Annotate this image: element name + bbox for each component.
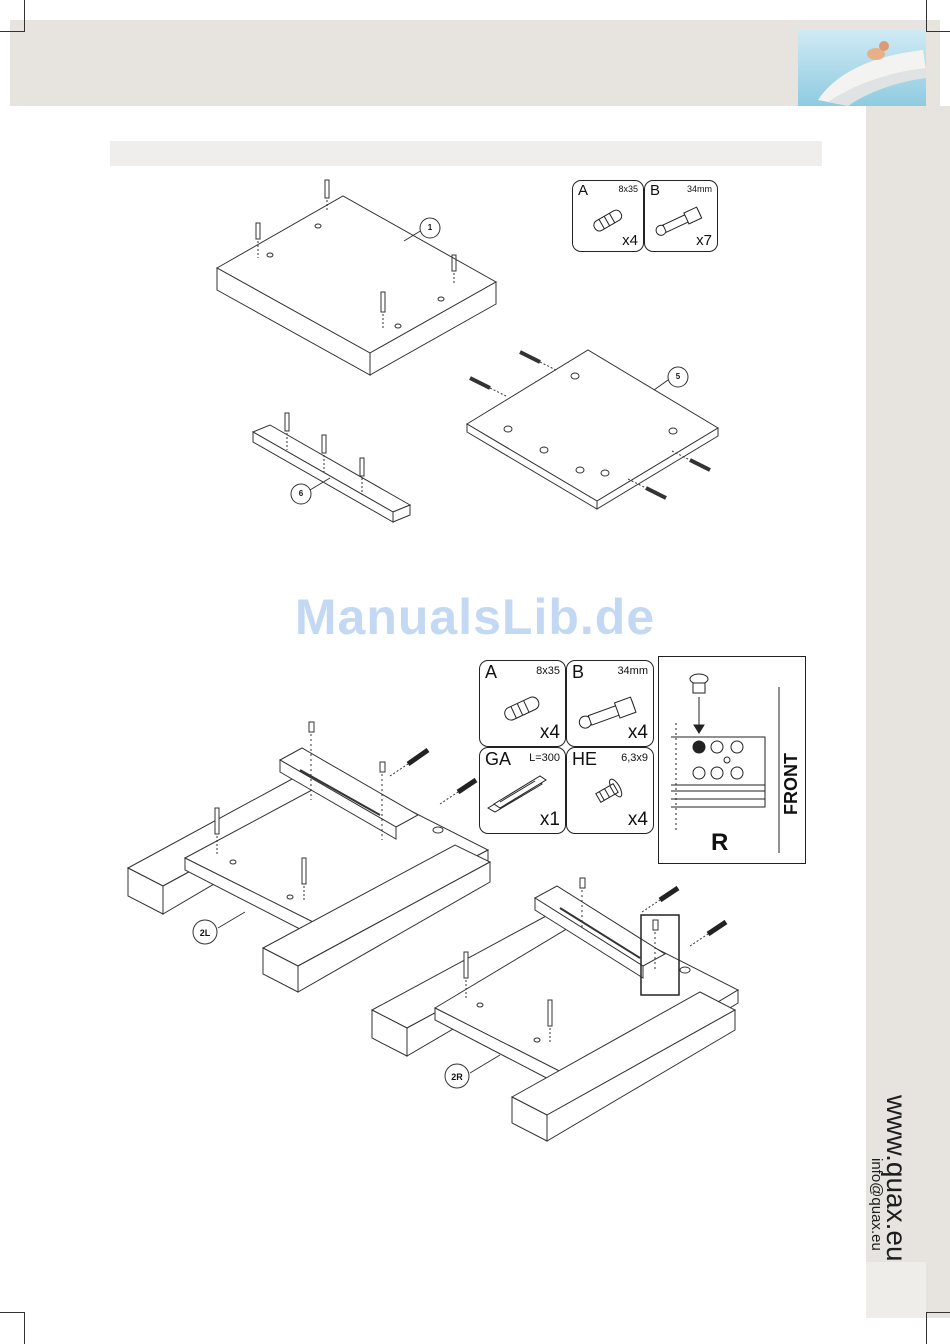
crop-mark — [24, 1312, 25, 1344]
crop-mark — [926, 1312, 927, 1344]
part-quantity: x4 — [628, 722, 648, 744]
part-box-B: B 34mm x7 — [644, 180, 718, 252]
callout-part-2R: 2R — [446, 1072, 468, 1082]
page-number-box — [866, 1262, 926, 1318]
callout-part-6: 6 — [295, 489, 307, 498]
callout-part-5: 5 — [672, 372, 684, 381]
step2-illustration — [0, 640, 950, 1200]
part-quantity: x1 — [540, 809, 560, 831]
crop-mark — [0, 1312, 24, 1313]
part-box-B: B 34mm x4 — [566, 660, 654, 747]
part-quantity: x4 — [622, 232, 638, 249]
crop-mark — [926, 1312, 950, 1313]
part-quantity: x4 — [540, 722, 560, 744]
email-link[interactable]: info@quax.eu — [868, 1158, 885, 1251]
callout-part-2L: 2L — [194, 928, 216, 938]
part-quantity: x4 — [628, 809, 648, 831]
part-box-A: A 8x35 x4 — [572, 180, 644, 252]
part-box-GA: GA L=300 x1 — [479, 747, 566, 834]
side-label: R — [711, 829, 728, 857]
part-box-A: A 8x35 x4 — [479, 660, 566, 747]
detail-inset: FRONT R — [658, 656, 806, 864]
front-label: FRONT — [781, 735, 801, 815]
part-quantity: x7 — [696, 232, 712, 249]
watermark: ManualsLib.de — [0, 588, 950, 646]
part-box-HE: HE 6,3x9 x4 — [566, 747, 654, 834]
callout-part-1: 1 — [424, 223, 436, 232]
step1-illustration — [0, 0, 950, 560]
